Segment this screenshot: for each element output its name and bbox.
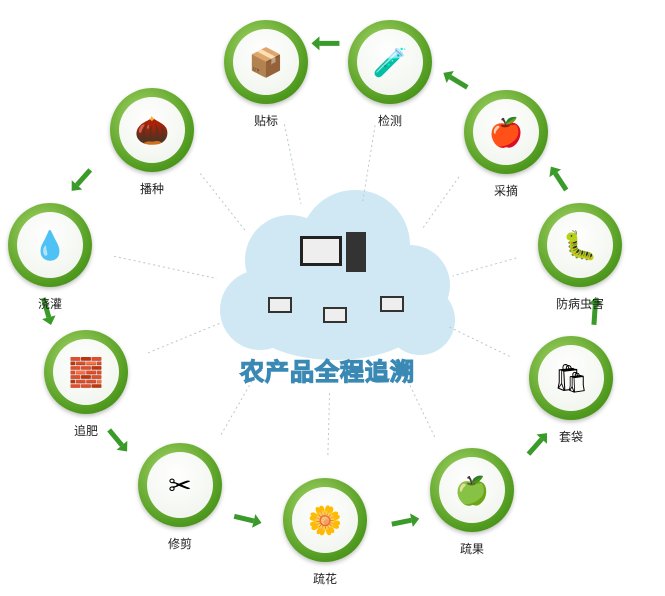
dashed-link (403, 372, 436, 438)
scissors-icon: ✂ (147, 452, 213, 518)
diagram-title: 农产品全程追溯 (239, 357, 415, 386)
seed-icon: 🌰 (119, 97, 185, 163)
step-node: 🧱 (44, 330, 128, 414)
computer-network-icon (268, 232, 404, 323)
dashed-link (421, 176, 460, 230)
lab-flask-icon: 🧪 (357, 29, 423, 95)
step-label: 采摘 (493, 184, 519, 198)
cloud (220, 190, 455, 360)
box-icon: 📦 (233, 29, 299, 95)
step-node: 🌼 (283, 478, 367, 562)
flow-arrow-icon (588, 296, 603, 325)
step-node: 💧 (8, 203, 92, 287)
step-label: 疏花 (312, 572, 338, 586)
watering-hose-icon: 💧 (17, 212, 83, 278)
step-label: 播种 (139, 182, 165, 196)
step-label: 防病虫害 (555, 297, 605, 311)
fertilizer-bags-icon: 🧱 (53, 339, 119, 405)
dashed-link (113, 255, 217, 280)
step-node: 🧪 (348, 20, 432, 104)
caterpillar-icon: 🐛 (547, 212, 613, 278)
flow-arrow-icon (233, 513, 262, 528)
step-label: 套袋 (558, 430, 584, 444)
step-label: 贴标 (253, 114, 279, 128)
flow-arrow-icon (40, 297, 56, 325)
flow-arrow-icon (71, 168, 93, 191)
dashed-link (447, 326, 510, 357)
step-label: 疏果 (459, 542, 485, 556)
step-node: ✂ (138, 443, 222, 527)
step-node: 🐛 (538, 203, 622, 287)
flow-arrow-icon (107, 428, 128, 452)
green-apple-icon: 🍏 (439, 457, 505, 523)
fruit-basket-icon: 🍎 (473, 99, 539, 165)
flower-icon: 🌼 (292, 487, 358, 553)
dashed-link (147, 322, 221, 354)
step-label: 浇灌 (37, 297, 63, 311)
dashed-link (199, 173, 247, 232)
flow-arrow-icon (391, 513, 420, 528)
flow-arrow-icon (526, 433, 548, 456)
step-node: 📦 (224, 20, 308, 104)
dashed-link (362, 125, 376, 203)
step-label: 检测 (377, 114, 403, 128)
step-label: 追肥 (73, 424, 99, 438)
step-node: 🛍 (529, 336, 613, 420)
step-label: 修剪 (167, 537, 193, 551)
flow-arrow-icon (311, 36, 340, 51)
step-node: 🌰 (110, 88, 194, 172)
paper-bag-icon: 🛍 (538, 345, 604, 411)
dashed-link (327, 389, 331, 456)
flow-arrow-icon (549, 166, 569, 192)
step-node: 🍎 (464, 90, 548, 174)
flow-arrow-icon (443, 71, 469, 90)
dashed-link (452, 257, 517, 277)
dashed-link (283, 124, 302, 205)
step-node: 🍏 (430, 448, 514, 532)
